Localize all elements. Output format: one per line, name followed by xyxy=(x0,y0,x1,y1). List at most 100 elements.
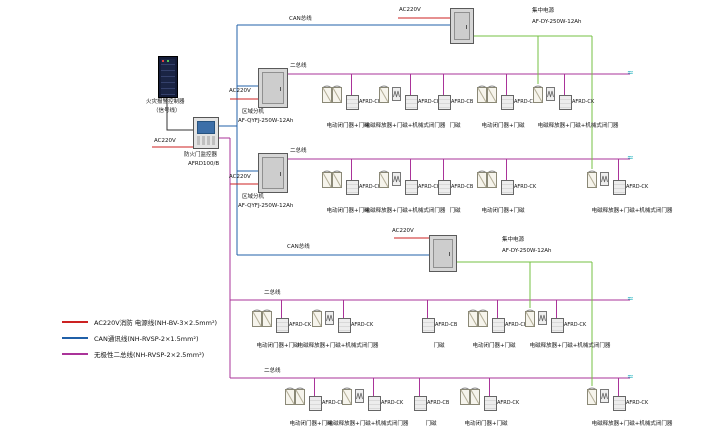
device-group-label: 电动闭门器+门磁 xyxy=(464,421,508,427)
bus-drop-line xyxy=(506,159,507,180)
legend-bus-line-sample xyxy=(62,353,88,355)
central-power-2-name-label: 集中电源 xyxy=(502,237,525,243)
regional-unit-2-model-label: AF-QYFJ-250W-12Ah xyxy=(238,203,294,209)
door-icon xyxy=(342,387,352,405)
module-model-label: AFRD-CK xyxy=(514,99,537,105)
controller-led-green xyxy=(167,60,169,62)
cabinet-door xyxy=(262,157,284,189)
release-device-icon xyxy=(355,389,364,403)
device-group-label: 门磁 xyxy=(425,421,437,427)
door-icon xyxy=(252,309,262,327)
monitor-module-box xyxy=(405,180,418,195)
bus-drop-line xyxy=(443,74,444,95)
row3-bus-label: 二总线 xyxy=(264,290,281,296)
door-icon xyxy=(312,309,322,327)
door-icon xyxy=(322,85,332,103)
module-model-label: AFRD-CK xyxy=(289,322,312,328)
module-model-label: AFRD-CK xyxy=(626,184,649,190)
module-model-label: AFRD-CK xyxy=(359,184,382,190)
door-icon xyxy=(379,170,389,188)
monitor-module-box xyxy=(551,318,564,333)
bus-continuation-mark: ≈ xyxy=(627,153,634,162)
device-group-label: 电动闭门器+门磁 xyxy=(289,421,333,427)
module-model-label: AFRD-CK xyxy=(497,400,520,406)
bus-drop-line xyxy=(351,74,352,95)
bus-drop-line xyxy=(419,378,420,396)
door-icon xyxy=(477,85,487,103)
can-bus-lines xyxy=(217,24,450,256)
central-power-1-ac-label: AC220V xyxy=(399,7,421,13)
door-icon xyxy=(332,85,342,103)
bus-drop-line xyxy=(427,300,428,318)
device-group-label: 门磁 xyxy=(449,208,461,214)
door-icon xyxy=(533,85,543,103)
monitor-module-box xyxy=(438,180,451,195)
device-group-label: 电磁释放器+门磁+机械式闭门器 xyxy=(364,208,446,214)
legend-power-line-label: AC220V消防 电源线(NH-BV-3×2.5mm²) xyxy=(94,319,218,327)
bus-continuation-mark: ≈ xyxy=(627,68,634,77)
bus-drop-line xyxy=(343,300,344,318)
door-icon xyxy=(478,309,488,327)
monitor-model-label: AFRD100/B xyxy=(188,161,220,167)
two-wire-bus-lines xyxy=(217,73,630,379)
monitor-module-box xyxy=(501,95,514,110)
central-power-1-name-label: 集中电源 xyxy=(532,8,555,14)
regional-unit-2-name-label: 区域分机 xyxy=(242,194,265,200)
device-group-label: 门磁 xyxy=(449,123,461,129)
monitor-module-box xyxy=(309,396,322,411)
bus-drop-line xyxy=(410,74,411,95)
module-model-label: AFRD-CB xyxy=(427,400,450,406)
bus-drop-line xyxy=(497,300,498,318)
monitor-module-box xyxy=(484,396,497,411)
bus-drop-line xyxy=(373,378,374,396)
bus-drop-line xyxy=(410,159,411,180)
regional-unit-1-name-label: 区域分机 xyxy=(242,109,265,115)
regional-unit-1-model-label: AF-QYFJ-250W-12Ah xyxy=(238,118,294,124)
monitor-module-box xyxy=(492,318,505,333)
door-icon xyxy=(487,85,497,103)
module-model-label: AFRD-CB xyxy=(451,184,474,190)
door-icon xyxy=(379,85,389,103)
module-model-label: AFRD-CB xyxy=(451,99,474,105)
device-group-label: 电动闭门器+门磁 xyxy=(481,123,525,129)
central-power-2-ac-label: AC220V xyxy=(392,228,414,234)
release-device-icon xyxy=(600,389,609,403)
device-group-label: 电动闭门器+门磁 xyxy=(472,343,516,349)
door-icon xyxy=(587,387,597,405)
door-icon xyxy=(460,387,470,405)
fire-alarm-controller xyxy=(158,56,178,98)
module-model-label: AFRD-CK xyxy=(322,400,345,406)
module-model-label: AFRD-CK xyxy=(505,322,528,328)
monitor-module-box xyxy=(613,396,626,411)
monitor-module-box xyxy=(405,95,418,110)
device-group-label: 电磁释放器+门磁+机械式闭门器 xyxy=(364,123,446,129)
cabinet-door xyxy=(454,12,470,40)
bus-drop-line xyxy=(314,378,315,396)
door-icon xyxy=(468,309,478,327)
module-model-label: AFRD-CK xyxy=(418,184,441,190)
door-icon xyxy=(295,387,305,405)
bus-continuation-mark: ≈ xyxy=(627,294,634,303)
controller-name-label: 火灾报警控制器 xyxy=(146,99,185,105)
legend-power-line-sample xyxy=(62,321,88,323)
release-device-icon xyxy=(538,311,547,325)
door-icon xyxy=(285,387,295,405)
cabinet-door xyxy=(433,239,453,268)
signal-line xyxy=(166,96,193,131)
bus-drop-line xyxy=(618,159,619,180)
monitor-module-box xyxy=(501,180,514,195)
door-icon xyxy=(322,170,332,188)
dc-power-lines xyxy=(455,35,593,386)
device-group-label: 电动闭门器+门磁 xyxy=(326,123,370,129)
device-group-label: 门磁 xyxy=(433,343,445,349)
monitor-module-box xyxy=(346,180,359,195)
regional-unit-2-ac-label: AC220V xyxy=(229,174,251,180)
device-group-label: 电动闭门器+门磁 xyxy=(481,208,525,214)
can-bus-label-top: CAN总线 xyxy=(289,16,312,22)
can-bus-label-bottom: CAN总线 xyxy=(287,244,310,250)
module-model-label: AFRD-CK xyxy=(351,322,374,328)
bus-drop-line xyxy=(489,378,490,396)
door-icon xyxy=(262,309,272,327)
release-device-icon xyxy=(325,311,334,325)
